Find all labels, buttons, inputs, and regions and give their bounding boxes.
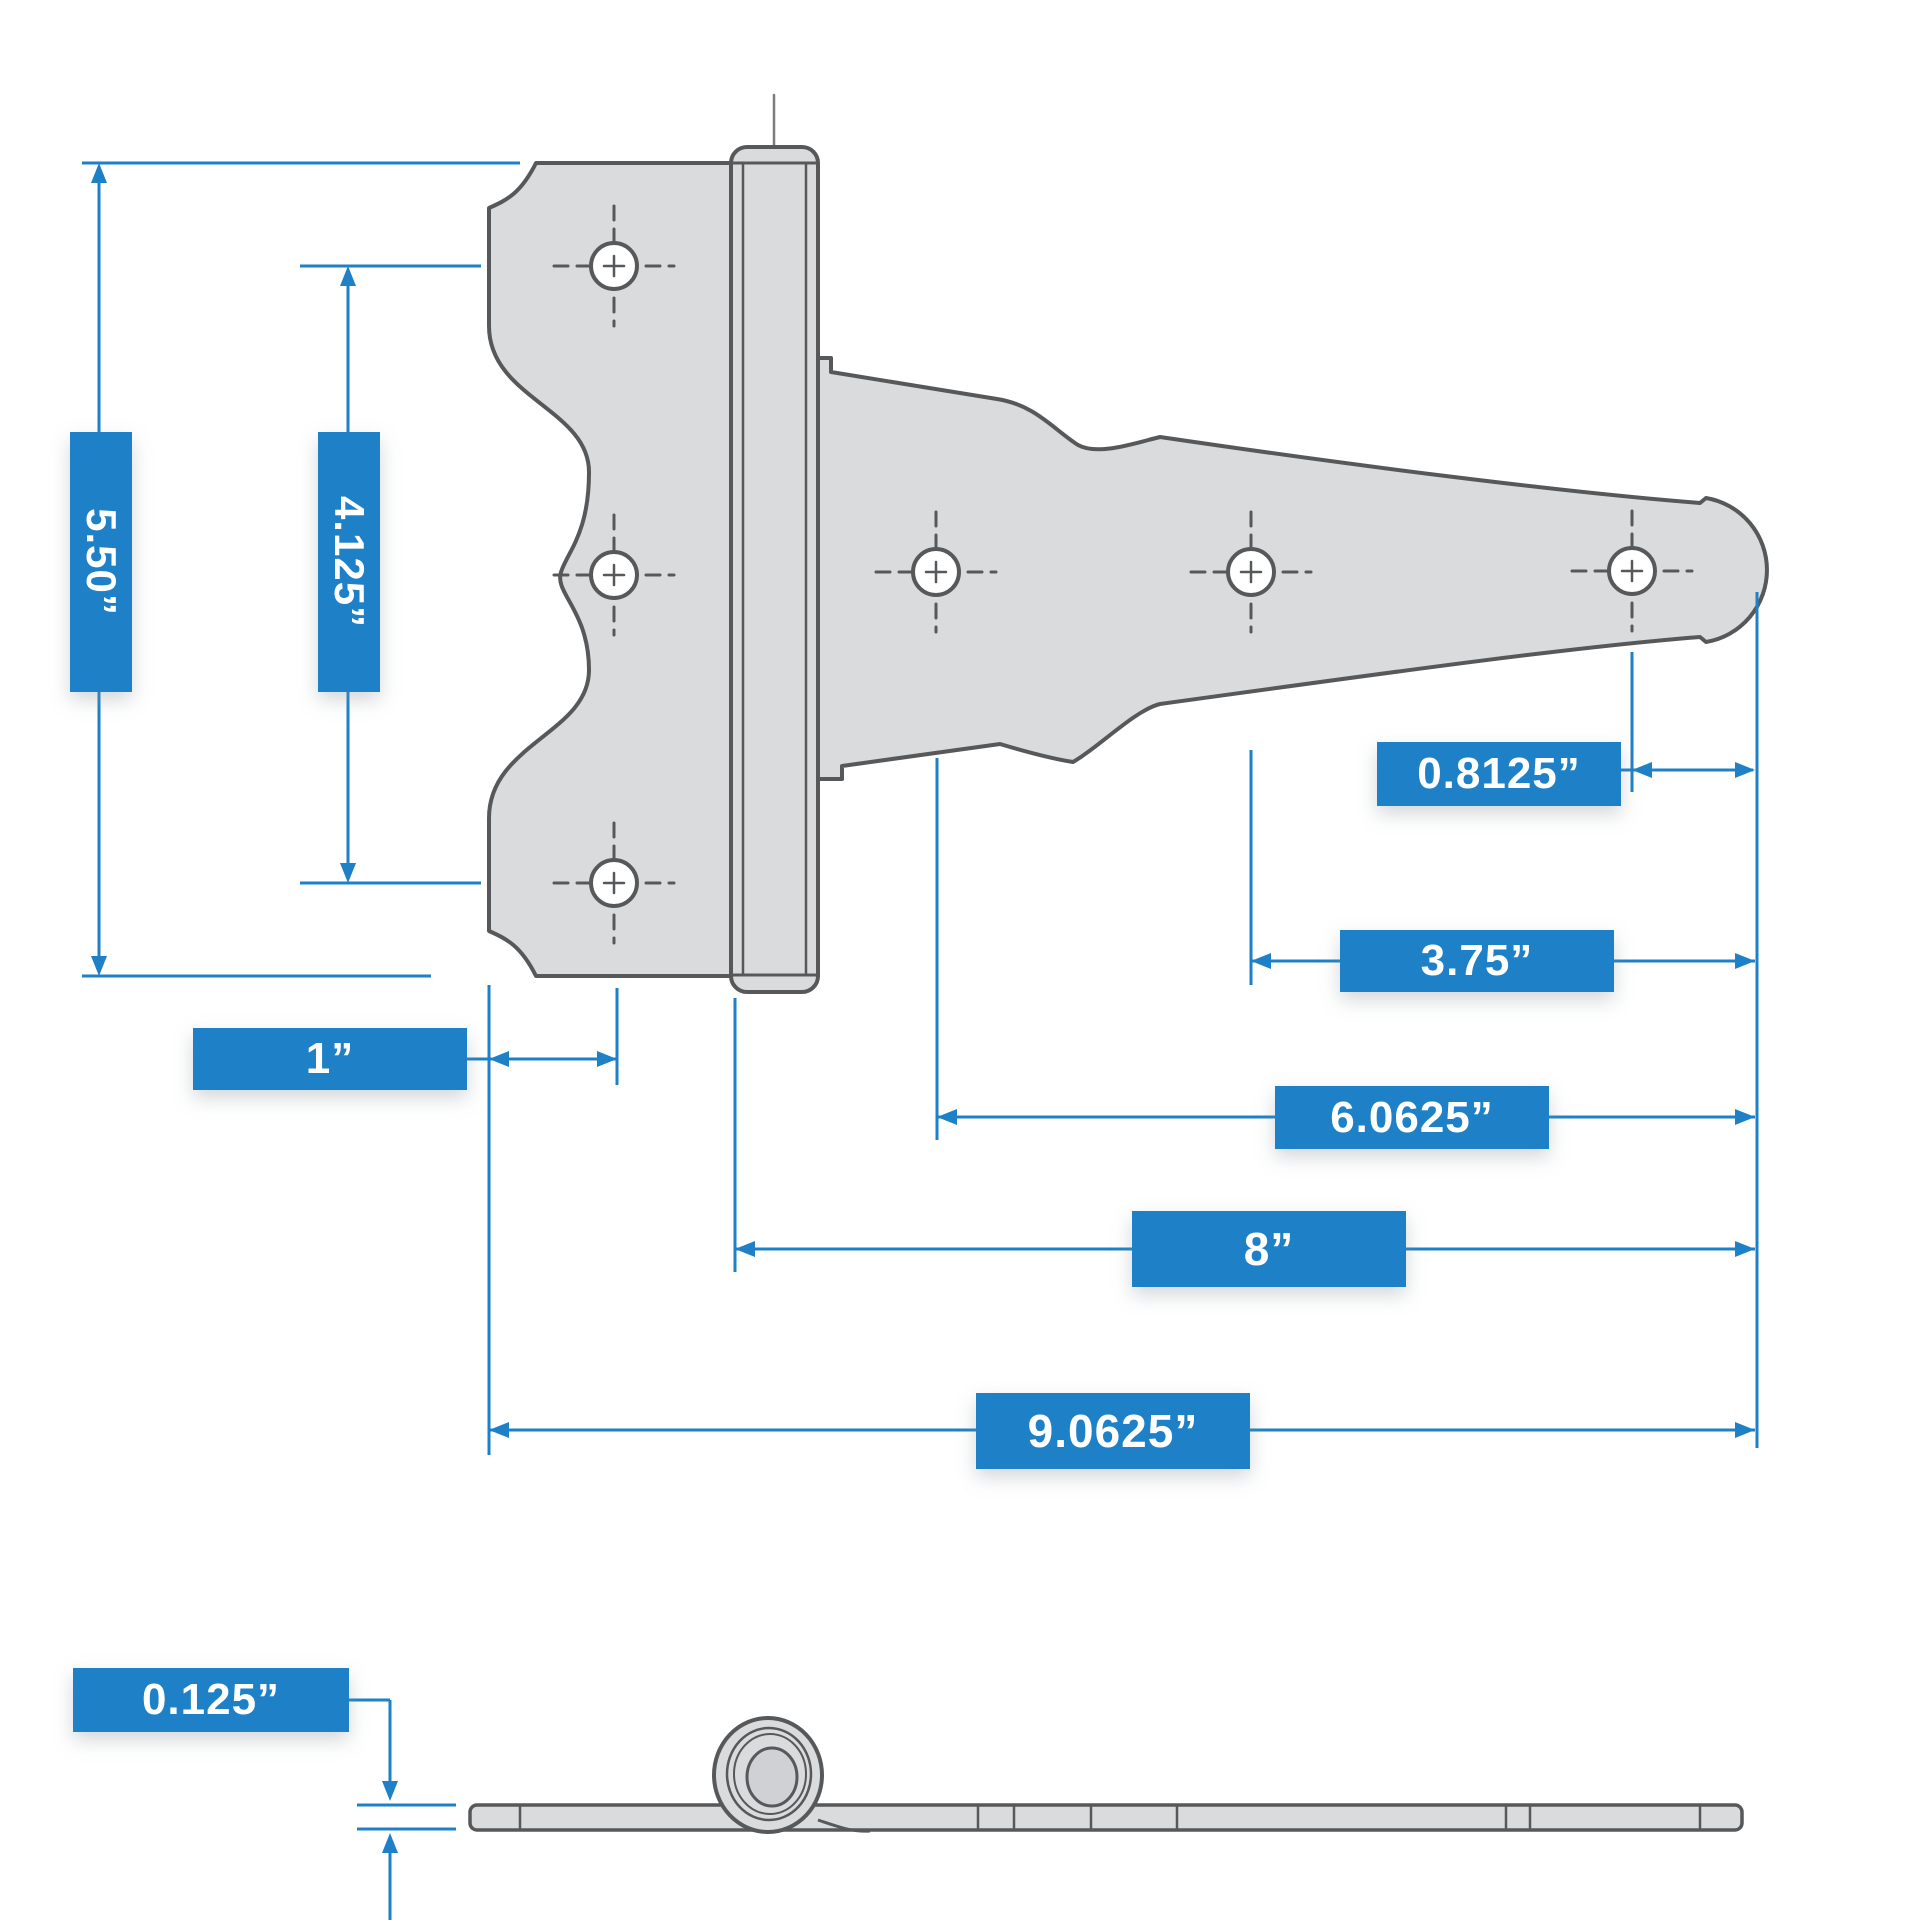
screw-hole — [874, 510, 998, 634]
label-thickness: 0.125” — [73, 1668, 349, 1732]
label-tip-to-end-hole: 0.8125” — [1377, 742, 1621, 806]
front-view — [487, 93, 1769, 994]
knuckle-scroll — [712, 1716, 871, 1834]
dim-tip-to-end-hole — [1621, 652, 1755, 792]
screw-holes — [552, 204, 1694, 945]
label-hole-spacing-vertical: 4.125” — [318, 432, 380, 692]
dim-edge-to-hole — [467, 985, 619, 1455]
strap-leaf — [816, 356, 1769, 781]
label-strap-hole-span: 6.0625” — [1275, 1086, 1549, 1149]
screw-hole — [1189, 510, 1313, 634]
dim-thickness — [349, 1698, 456, 1920]
screw-hole — [552, 513, 676, 637]
label-overall-length: 9.0625” — [976, 1393, 1250, 1469]
dim-overall-height — [82, 161, 520, 978]
hinge-barrel — [729, 145, 820, 994]
screw-hole — [552, 821, 676, 945]
label-strap-length: 8” — [1132, 1211, 1406, 1287]
side-profile-bar — [468, 1803, 1744, 1832]
label-overall-height: 5.50” — [70, 432, 132, 692]
label-edge-to-hole: 1” — [193, 1028, 467, 1090]
label-tip-to-mid-hole: 3.75” — [1340, 930, 1614, 992]
screw-hole — [552, 204, 676, 328]
screw-hole — [1570, 509, 1694, 633]
side-profile-joints — [518, 1806, 1702, 1829]
side-view — [468, 1716, 1744, 1834]
